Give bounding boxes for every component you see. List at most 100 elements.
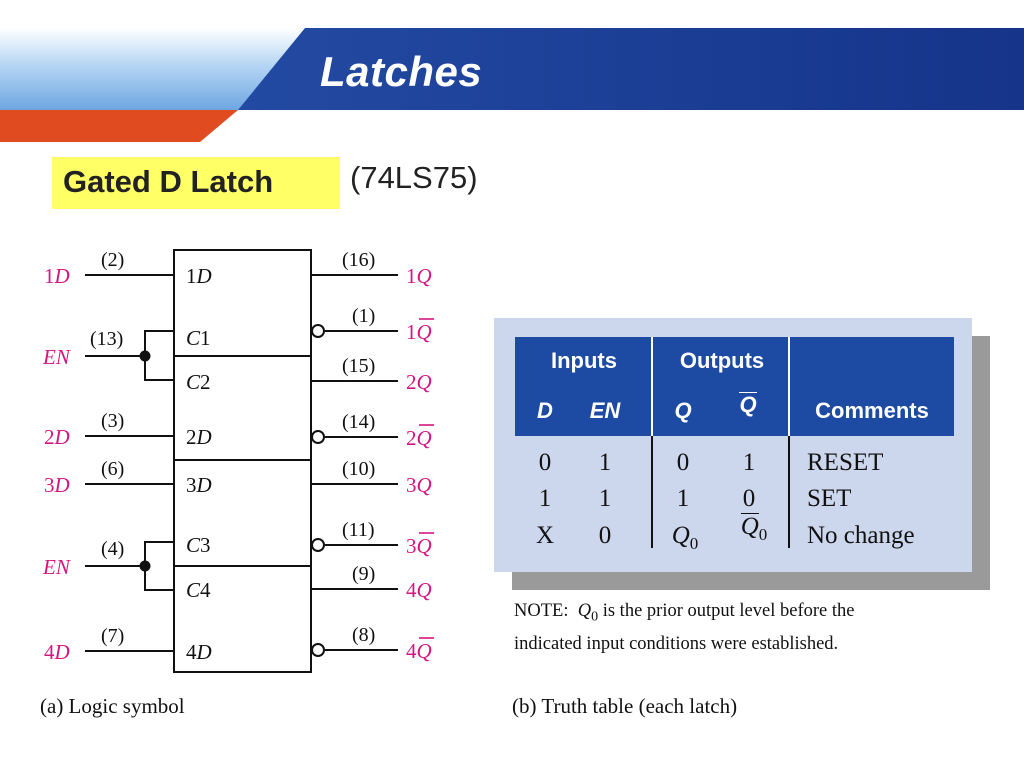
row3-qbar-subscript: 0	[758, 525, 768, 544]
output-label-4q: 4Q	[406, 578, 432, 602]
row1-en: 1	[598, 449, 612, 476]
header-col-q: Q	[674, 398, 692, 423]
header-navy-band	[238, 28, 1024, 110]
pin-number-2: (2)	[101, 249, 124, 271]
note-prefix: NOTE:	[514, 601, 569, 621]
box-label-c3: C3	[186, 533, 211, 557]
row2-comment: SET	[807, 485, 852, 512]
output-1q-letter: Q	[417, 264, 432, 288]
inversion-bubble-1	[311, 324, 325, 338]
box-2d-digit: 2	[186, 425, 197, 449]
box-label-3d: 3D	[186, 473, 212, 497]
input-3d-digit: 3	[44, 473, 55, 497]
box-4d-digit: 4	[186, 640, 197, 664]
input-label-2d: 2D	[44, 425, 70, 449]
box-c1-digit: 1	[200, 326, 211, 350]
table-divider-2	[788, 436, 790, 548]
row2-q: 1	[676, 485, 690, 512]
box-c4-digit: 4	[200, 578, 211, 602]
row2-qbar: 0	[742, 485, 756, 512]
row3-d: X	[535, 522, 555, 549]
slide-header	[0, 0, 1024, 145]
row3-q: Q0	[664, 522, 706, 554]
output-1q-digit: 1	[406, 264, 417, 288]
input-4d-digit: 4	[44, 640, 55, 664]
pin-number-7: (7)	[101, 625, 124, 647]
pin-number-15: (15)	[342, 355, 375, 377]
part-number: (74LS75)	[350, 160, 478, 195]
output-label-2q: 2Q	[406, 370, 432, 394]
header-divider-2	[788, 337, 790, 436]
subtitle: Gated D Latch	[63, 164, 274, 199]
box-label-c2: C2	[186, 370, 211, 394]
logic-symbol-caption: (a) Logic symbol	[40, 694, 185, 718]
input-1d-letter: D	[54, 264, 70, 288]
output-label-2qbar: 2Q	[406, 426, 432, 450]
input-label-en-b: EN	[42, 555, 71, 579]
output-label-1qbar: 1Q	[406, 320, 432, 344]
page-title: Latches	[320, 48, 483, 95]
inversion-bubble-2	[311, 430, 325, 444]
box-label-c4: C4	[186, 578, 211, 602]
latch-box-4	[173, 565, 312, 673]
header-divider-1	[651, 337, 653, 436]
row2-d: 1	[538, 485, 552, 512]
input-3d-letter: D	[54, 473, 70, 497]
row3-comment: No change	[807, 522, 915, 549]
header-col-en: EN	[589, 398, 621, 423]
output-4qbar-letter: Q	[417, 639, 432, 663]
row1-qbar: 1	[742, 449, 756, 476]
table-divider-1	[651, 436, 653, 548]
subtitle-highlight	[52, 157, 340, 209]
input-label-1d: 1D	[44, 264, 70, 288]
box-label-c1: C1	[186, 326, 211, 350]
box-c1-letter: C	[186, 326, 201, 350]
header-inputs: Inputs	[551, 348, 617, 373]
truth-table-note: NOTE: Q0 is the prior output level befor…	[514, 598, 854, 658]
output-3q-digit: 3	[406, 473, 417, 497]
pin-number-9: (9)	[352, 563, 375, 585]
output-2qbar-letter: Q	[417, 426, 432, 450]
input-label-en-a: EN	[42, 345, 71, 369]
box-c4-letter: C	[186, 578, 201, 602]
inversion-bubble-4	[311, 643, 325, 657]
box-1d-digit: 1	[186, 264, 197, 288]
header-col-d: D	[537, 398, 553, 423]
row2-en: 1	[598, 485, 612, 512]
output-label-4qbar: 4Q	[406, 639, 432, 663]
output-label-3q: 3Q	[406, 473, 432, 497]
header-col-qbar-text: Q	[739, 392, 757, 417]
note-line-1: is the prior output level before the	[598, 601, 855, 621]
output-4qbar-digit: 4	[406, 639, 417, 663]
box-c2-digit: 2	[200, 370, 211, 394]
header-outputs: Outputs	[679, 348, 765, 373]
output-3qbar-digit: 3	[406, 534, 417, 558]
row1-q: 0	[676, 449, 690, 476]
box-2d-letter: D	[196, 425, 212, 449]
pin-number-3: (3)	[101, 410, 124, 432]
header-banner	[0, 28, 1024, 142]
row3-q-subscript: 0	[689, 534, 699, 553]
output-3q-letter: Q	[417, 473, 432, 497]
box-3d-letter: D	[196, 473, 212, 497]
output-4q-digit: 4	[406, 578, 417, 602]
logic-symbol-diagram: 1D EN 2D 3D EN 4D (2) (13) (3) (6) (4) (…	[42, 249, 434, 673]
note-symbol: Q	[577, 601, 592, 621]
pin-number-10: (10)	[342, 458, 375, 480]
box-1d-letter: D	[196, 264, 212, 288]
note-symbol-sub: 0	[591, 609, 599, 625]
truth-table-header	[515, 337, 954, 436]
row3-q-symbol: Q	[671, 522, 690, 549]
box-label-1d: 1D	[186, 264, 212, 288]
pin-number-14: (14)	[342, 411, 375, 433]
output-1qbar-letter: Q	[417, 320, 432, 344]
header-col-qbar: Q	[733, 392, 763, 418]
header-col-comments: Comments	[815, 398, 929, 423]
output-label-1q: 1Q	[406, 264, 432, 288]
output-2qbar-digit: 2	[406, 426, 417, 450]
box-label-4d: 4D	[186, 640, 212, 664]
box-c3-letter: C	[186, 533, 201, 557]
row3-qbar-symbol: Q	[740, 513, 759, 540]
output-label-3qbar: 3Q	[406, 534, 432, 558]
input-2d-digit: 2	[44, 425, 55, 449]
